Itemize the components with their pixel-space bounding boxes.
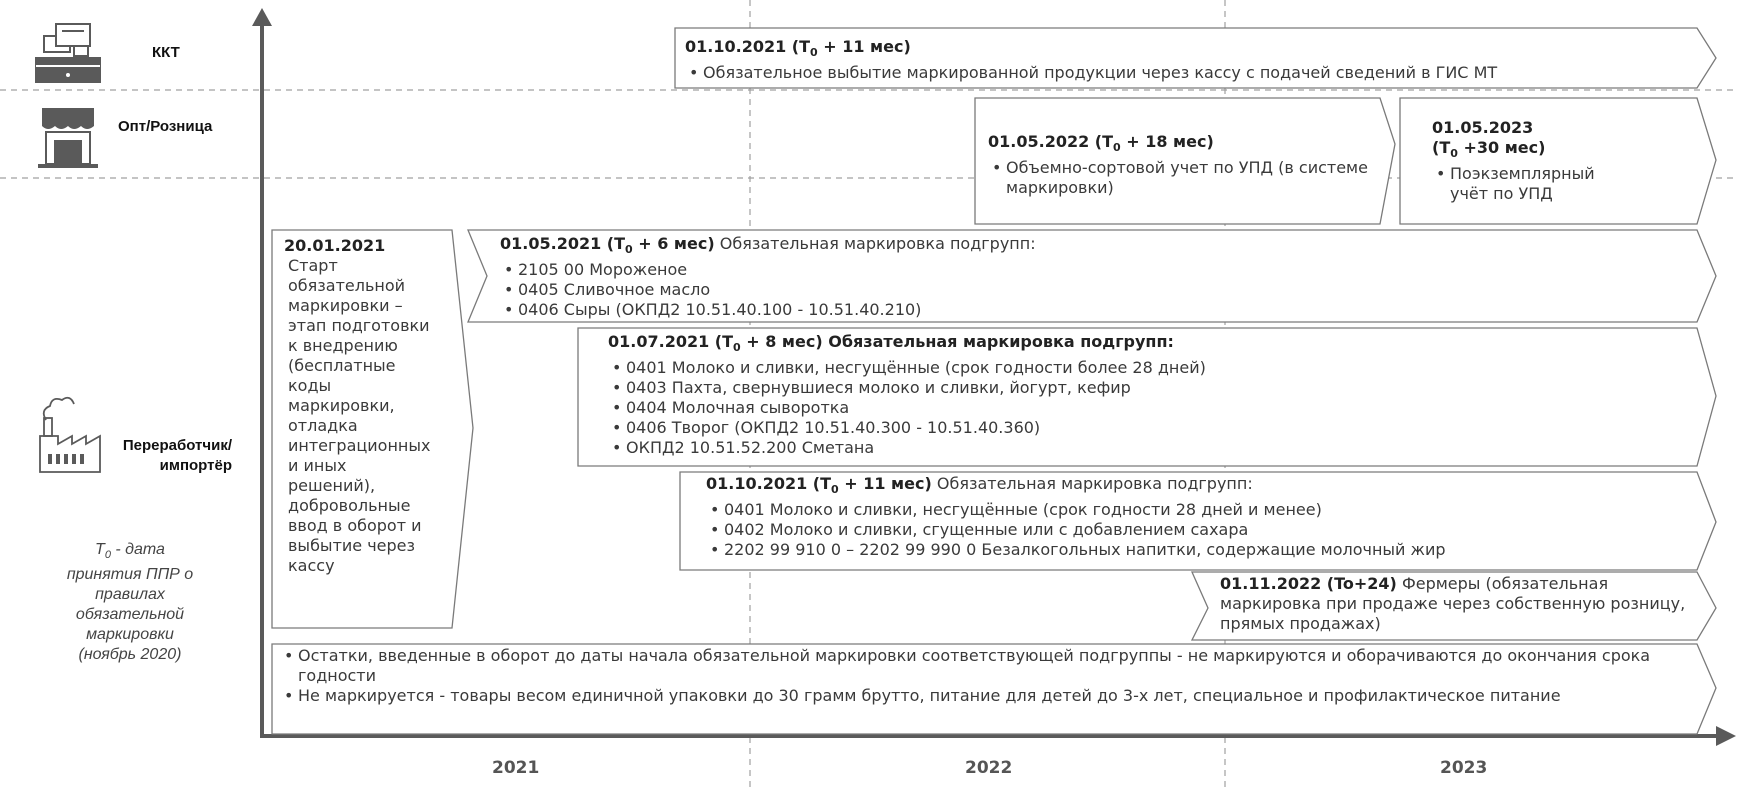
t0-note-line: принятия ППР о [66,566,194,584]
t0-note-line: (ноябрь 2020) [78,646,182,664]
year-label-2022: 2022 [965,758,1013,778]
milestone-retail-2022: 01.05.2022 (T0 + 18 мес) Объемно-сортово… [988,132,1368,198]
milestone-item: 2202 99 910 0 – 2202 99 990 0 Безалкогол… [706,540,1686,560]
lane-label-processor: Переработчик/ импортёр [108,436,232,476]
t0-note-line: правилах [95,586,165,604]
milestone-nov-2022: 01.11.2022 (To+24) Фермеры (обязательная… [1220,574,1690,634]
t0-note: T0 - дата принятия ППР о правилах обязат… [50,540,210,665]
milestone-kkt-2021: 01.10.2021 (T0 + 11 мес) Обязательное вы… [685,37,1695,83]
milestone-retail-2023: 01.05.2023 (T0 +30 мес) Поэкземплярный у… [1432,118,1682,204]
milestone-item: Обязательное выбытие маркированной проду… [685,63,1695,83]
milestone-item: Объемно-сортовой учет по УПД (в системе … [988,158,1368,198]
milestone-item: 0404 Молочная сыворотка [608,398,1688,418]
factory-icon [39,396,101,473]
milestone-text: Фермеры (обязательная маркировка при про… [1220,574,1686,633]
milestone-date: 01.11.2022 (To+24) [1220,574,1397,593]
general-notes: Остатки, введенные в оборот до даты нача… [280,646,1700,706]
milestone-item: 2105 00 Мороженое [500,260,1690,280]
box-outline-nov2022 [1190,571,1717,641]
milestone-item: 0406 Сыры (ОКПД2 10.51.40.100 - 10.51.40… [500,300,1690,320]
milestone-item: 0401 Молоко и сливки, несгущённые (срок … [706,500,1686,520]
milestone-date-offset: (T0 +30 мес) [1432,138,1546,161]
milestone-header: 01.07.2021 (T0 + 8 мес) Обязательная мар… [608,332,1174,355]
t0-note-line: маркировки [86,626,174,644]
milestone-date: 20.01.2021 [284,236,386,255]
box-outline-start [271,229,474,629]
y-axis-arrow [252,8,272,26]
shop-icon [38,108,98,168]
lane-label-processor-line1: Переработчик/ [122,437,232,454]
lane-label-kkt: ККТ [152,44,180,61]
milestone-date: 01.05.2022 (T0 + 18 мес) [988,132,1214,155]
milestone-item: 0403 Пахта, свернувшиеся молоко и сливки… [608,378,1688,398]
milestone-item: 0402 Молоко и сливки, сгущенные или с до… [706,520,1686,540]
milestone-item: 0405 Сливочное масло [500,280,1690,300]
milestone-header: 01.05.2021 (T0 + 6 мес) Обязательная мар… [500,234,1036,257]
note-item: Не маркируется - товары весом единичной … [280,686,1700,706]
milestone-oct-2021: 01.10.2021 (T0 + 11 мес) Обязательная ма… [706,474,1686,560]
milestone-start-2021: 20.01.2021 Старт обязательной маркировки… [284,236,454,576]
lane-label-processor-line2: импортёр [159,457,232,474]
cash-register-icon [35,23,101,83]
note-item: Остатки, введенные в оборот до даты нача… [280,646,1700,686]
milestone-item: Поэкземплярный учёт по УПД [1432,164,1632,204]
year-label-2021: 2021 [492,758,540,778]
milestone-date: 01.05.2023 [1432,118,1534,137]
milestone-text: Старт обязательной маркировки – этап под… [288,256,431,575]
milestone-item: ОКПД2 10.51.52.200 Сметана [608,438,1688,458]
milestone-header: 01.10.2021 (T0 + 11 мес) Обязательная ма… [706,474,1253,497]
t0-note-line: обязательной [75,606,185,624]
milestone-item: 0401 Молоко и сливки, несгущённые (срок … [608,358,1688,378]
t0-note-line: T0 - дата [95,541,165,562]
x-axis-arrow [1716,726,1736,746]
milestone-may-2021: 01.05.2021 (T0 + 6 мес) Обязательная мар… [500,234,1690,320]
milestone-date: 01.10.2021 (T0 + 11 мес) [685,37,911,60]
lane-label-retail: Опт/Розница [118,118,213,135]
milestone-item: 0406 Творог (ОКПД2 10.51.40.300 - 10.51.… [608,418,1688,438]
milestone-jul-2021: 01.07.2021 (T0 + 8 мес) Обязательная мар… [608,332,1688,458]
year-label-2023: 2023 [1440,758,1488,778]
